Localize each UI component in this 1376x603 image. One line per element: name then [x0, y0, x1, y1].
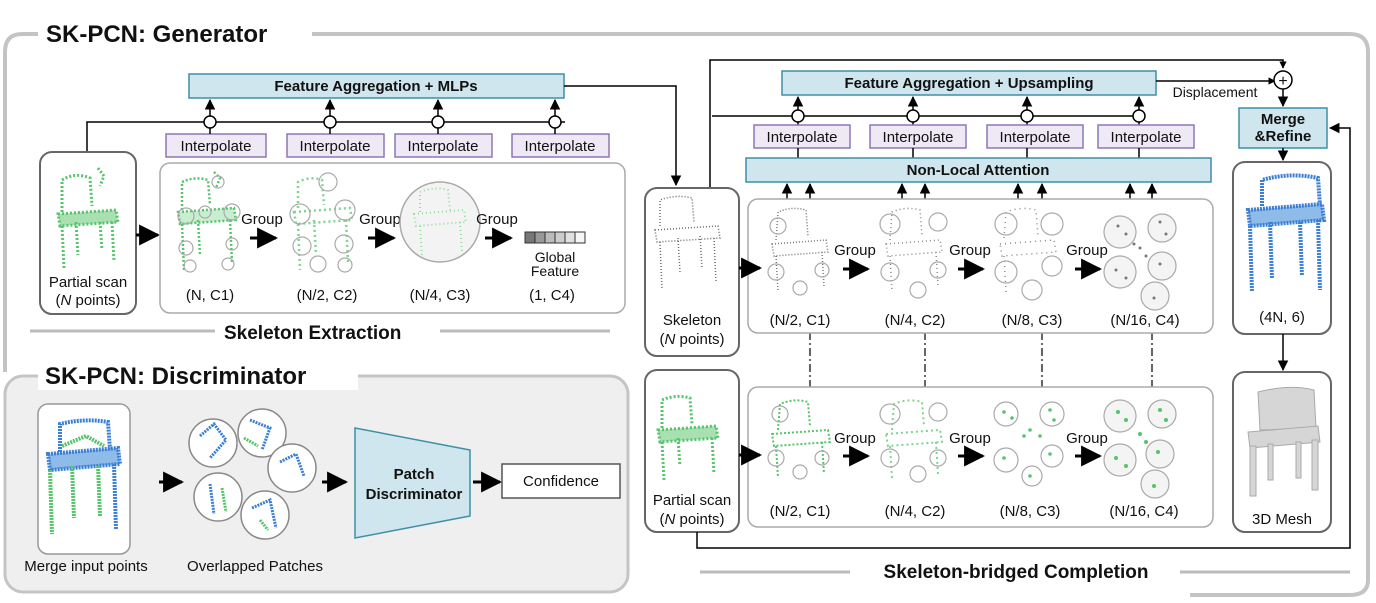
skeleton-npoints: (N points) — [659, 331, 724, 348]
partial-scan-input-box — [39, 151, 137, 315]
merge-input-label: Merge input points — [24, 558, 147, 575]
skel-group-2: Group — [949, 242, 991, 259]
skel-dim-2: (N/4, C2) — [885, 312, 946, 329]
feature-aggregation-upsampling-box — [781, 70, 1157, 96]
gen-interpolate-4: Interpolate — [511, 133, 610, 158]
skel-group-3: Group — [1066, 242, 1108, 259]
svg-text:Interpolate: Interpolate — [1111, 129, 1182, 146]
partial-stage-2 — [879, 399, 948, 483]
generator-frame — [312, 32, 1370, 597]
partial-stage-3 — [993, 401, 1065, 487]
partial-scan-chair-green — [56, 167, 120, 269]
merge-refine-line1: Merge — [1261, 111, 1305, 128]
comp-interpolate-1: Interpolate — [753, 124, 851, 149]
gen-dim-2: (N/2, C2) — [297, 287, 358, 304]
skel-stage-3 — [994, 207, 1064, 301]
partial-scan-label: Partial scan — [49, 274, 127, 291]
patch-discriminator-line1: Patch — [394, 466, 435, 483]
skel-stage-2 — [879, 207, 948, 299]
partial-group-2: Group — [949, 430, 991, 447]
non-local-attention-label: Non-Local Attention — [907, 162, 1050, 179]
partial-scan-completion-chair — [656, 394, 720, 481]
confidence-label: Confidence — [523, 473, 599, 490]
partial-stage-4 — [1103, 399, 1177, 499]
partial-dim-2: (N/4, C2) — [885, 503, 946, 520]
partial-scan-npoints: (N points) — [55, 292, 120, 309]
gen-group-2: Group — [359, 211, 401, 228]
comp-interpolate-3: Interpolate — [986, 124, 1084, 149]
global-feature-line2: Feature — [531, 263, 579, 279]
gen-dim-4: (1, C4) — [529, 287, 575, 304]
mesh-chair — [1247, 386, 1321, 497]
generator-title: SK-PCN: Generator — [46, 21, 267, 48]
skel-dim-4: (N/16, C4) — [1110, 312, 1179, 329]
skeleton-chair-gray — [654, 195, 721, 291]
partial-group-1: Group — [834, 430, 876, 447]
svg-text:Interpolate: Interpolate — [181, 138, 252, 155]
skeleton-extraction-label: Skeleton Extraction — [224, 323, 401, 344]
skel-dim-1: (N/2, C1) — [770, 312, 831, 329]
merge-refine-box — [1238, 107, 1328, 149]
skel-dim-3: (N/8, C3) — [1002, 312, 1063, 329]
gen-stage-3-circle — [399, 181, 481, 263]
partial-dim-4: (N/16, C4) — [1109, 503, 1178, 520]
skel-group-1: Group — [834, 242, 876, 259]
generator-frame-left — [3, 32, 38, 372]
gen-interpolate-1: Interpolate — [165, 133, 267, 158]
partial-scan-completion-box — [644, 369, 740, 533]
feature-aggregation-upsampling-label: Feature Aggregation + Upsampling — [844, 75, 1093, 92]
gen-group-1: Group — [241, 211, 283, 228]
skeleton-bridged-label: Skeleton-bridged Completion — [884, 562, 1149, 583]
plus-sign: + — [1278, 73, 1287, 90]
feature-aggregation-mlps-box — [188, 73, 565, 99]
mesh-label: 3D Mesh — [1252, 511, 1312, 528]
overlapped-patches-label: Overlapped Patches — [187, 558, 323, 575]
feature-aggregation-mlps-label: Feature Aggregation + MLPs — [274, 78, 477, 95]
skeleton-label: Skeleton — [663, 312, 721, 329]
output-chair-blue — [1245, 173, 1327, 293]
svg-text:Interpolate: Interpolate — [300, 138, 371, 155]
displacement-label: Displacement — [1173, 84, 1258, 100]
global-feature-vector — [524, 231, 586, 244]
partial-stage-1 — [767, 399, 832, 480]
non-local-attention-box — [745, 157, 1212, 183]
merge-refine-line2: &Refine — [1255, 128, 1312, 145]
skel-stage-4 — [1103, 213, 1177, 311]
svg-text:Interpolate: Interpolate — [1000, 129, 1071, 146]
comp-interpolate-4: Interpolate — [1097, 124, 1195, 149]
gen-interpolate-3: Interpolate — [394, 133, 493, 158]
patch-discriminator-line2: Discriminator — [366, 486, 463, 503]
merge-input-chair — [45, 418, 123, 535]
svg-text:Interpolate: Interpolate — [525, 138, 596, 155]
global-feature-line1: Global — [535, 249, 575, 265]
patch-discriminator-block — [354, 427, 471, 539]
svg-text:Interpolate: Interpolate — [883, 129, 954, 146]
gen-group-3: Group — [476, 211, 518, 228]
output-dim: (4N, 6) — [1259, 309, 1305, 326]
skel-stage-1 — [767, 207, 830, 296]
skeleton-input-box — [644, 187, 740, 357]
gen-dim-1: (N, C1) — [186, 287, 234, 304]
partial-scan-completion-label: Partial scan — [653, 492, 731, 509]
gen-stage-3-points — [412, 187, 468, 257]
confidence-box — [501, 463, 621, 499]
partial-dim-1: (N/2, C1) — [770, 503, 831, 520]
overlapped-patches — [188, 408, 317, 540]
gen-stage-2-points — [292, 177, 354, 271]
svg-text:Interpolate: Interpolate — [408, 138, 479, 155]
gen-dim-3: (N/4, C3) — [410, 287, 471, 304]
gen-interpolate-2: Interpolate — [286, 133, 385, 158]
comp-interpolate-2: Interpolate — [869, 124, 967, 149]
partial-group-3: Group — [1066, 430, 1108, 447]
partial-scan-completion-npoints: (N points) — [659, 511, 724, 528]
discriminator-title: SK-PCN: Discriminator — [45, 363, 306, 390]
partial-dim-3: (N/8, C3) — [1000, 503, 1061, 520]
svg-text:Interpolate: Interpolate — [767, 129, 838, 146]
